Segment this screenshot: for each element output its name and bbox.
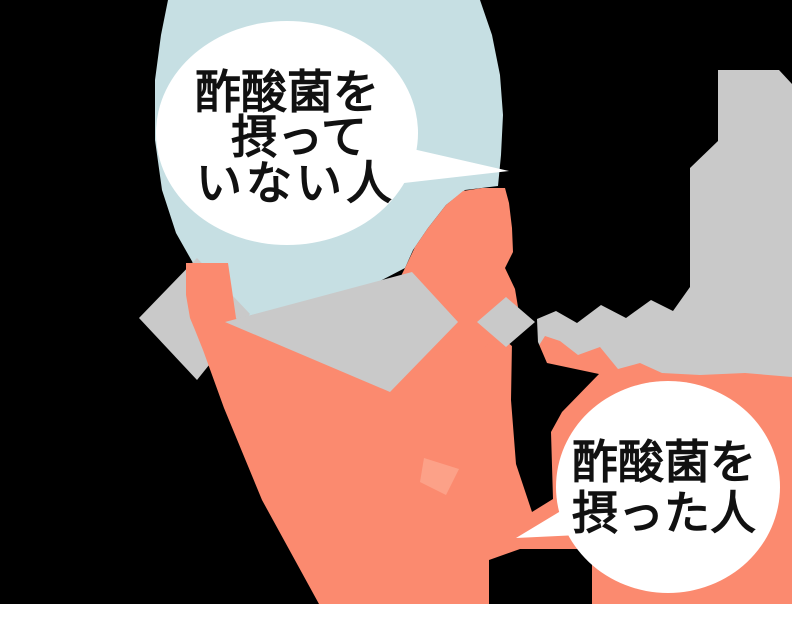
- bubble-not-taken-label-line1: 酢酸菌を: [195, 65, 379, 119]
- bubble-taken-circle: [556, 381, 780, 593]
- bubble-not-taken-label-line3: いない人: [196, 156, 396, 210]
- bubble-taken-label-line1: 酢酸菌を: [572, 435, 756, 489]
- black-silhouette-lower: [489, 549, 592, 604]
- bubble-not-taken-tail: [404, 147, 509, 183]
- bubble-not-taken-circle: [156, 21, 418, 245]
- gray-trend-mass: [537, 70, 792, 390]
- baseline-center-wedge: [225, 272, 458, 392]
- black-silhouette-upper: [511, 342, 599, 512]
- bubble-taken-label-line2: 摂った人: [572, 486, 756, 540]
- baseline-small-diamond: [477, 297, 535, 347]
- bubble-taken-tail: [516, 503, 579, 538]
- bottom-white-band: [0, 604, 792, 644]
- bubble-not-taken-label-line2: 摂って: [231, 110, 367, 164]
- salmon-light-patch: [420, 458, 459, 495]
